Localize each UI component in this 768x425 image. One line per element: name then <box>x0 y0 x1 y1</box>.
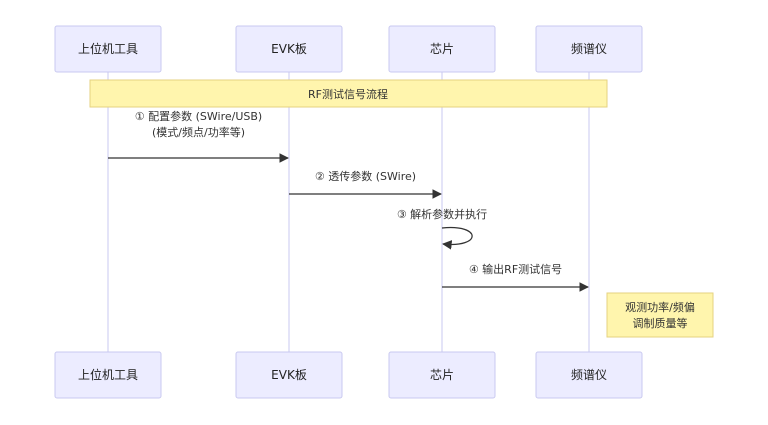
participant-label: 频谱仪 <box>571 368 607 382</box>
message-label: ① 配置参数 (SWire/USB) <box>135 109 262 123</box>
message-1: ① 配置参数 (SWire/USB) (模式/频点/功率等) <box>108 109 289 163</box>
message-3: ③ 解析参数并执行 <box>397 207 487 250</box>
participant-box <box>54 351 162 399</box>
participant-label: 频谱仪 <box>571 42 607 56</box>
title-note-text: RF测试信号流程 <box>308 87 388 101</box>
participant-box <box>388 25 496 73</box>
message-label: (模式/频点/功率等) <box>152 125 245 139</box>
side-note-box <box>606 292 714 338</box>
participant-box <box>235 351 343 399</box>
participant-analyzer-bottom: 频谱仪 <box>535 351 643 399</box>
message-label: ② 透传参数 (SWire) <box>315 169 416 183</box>
participant-analyzer-top: 频谱仪 <box>535 25 643 73</box>
participant-box <box>535 25 643 73</box>
participant-label: 芯片 <box>430 42 454 56</box>
message-label: ④ 输出RF测试信号 <box>469 262 562 276</box>
participant-evk-top: EVK板 <box>235 25 343 73</box>
participant-box <box>235 25 343 73</box>
participant-evk-bottom: EVK板 <box>235 351 343 399</box>
title-note: RF测试信号流程 <box>89 79 608 108</box>
message-2: ② 透传参数 (SWire) <box>289 169 442 199</box>
participant-chip-bottom: 芯片 <box>388 351 496 399</box>
title-note-box <box>89 79 608 108</box>
side-note-line: 调制质量等 <box>633 316 688 330</box>
participant-host-bottom: 上位机工具 <box>54 351 162 399</box>
participant-box <box>388 351 496 399</box>
self-message-arrow <box>441 226 473 250</box>
participant-label: 上位机工具 <box>78 41 138 56</box>
participant-label: EVK板 <box>271 368 307 382</box>
participant-label: EVK板 <box>271 42 307 56</box>
participant-box <box>54 25 162 73</box>
message-label: ③ 解析参数并执行 <box>397 207 487 221</box>
participant-label: 芯片 <box>430 368 454 382</box>
participant-host-top: 上位机工具 <box>54 25 162 73</box>
participant-label: 上位机工具 <box>78 367 138 382</box>
side-note-line: 观测功率/频偏 <box>625 300 695 314</box>
message-4: ④ 输出RF测试信号 <box>442 262 589 292</box>
participant-chip-top: 芯片 <box>388 25 496 73</box>
participant-box <box>535 351 643 399</box>
